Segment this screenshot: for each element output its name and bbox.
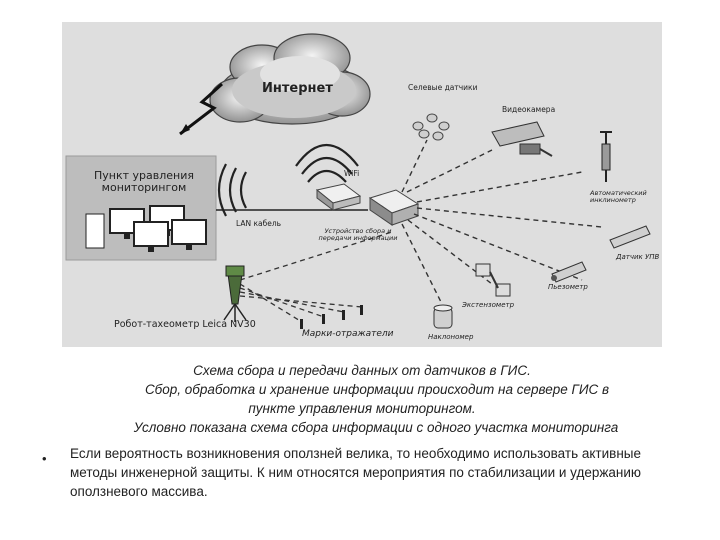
internet-cloud-icon (209, 33, 371, 125)
computer-monitors-icon (85, 205, 207, 252)
bullet-marker: • (42, 451, 47, 466)
landslide-sensors-icon (412, 113, 450, 141)
piezometer-icon (551, 261, 587, 283)
wireless-link-icon (179, 82, 224, 136)
reflectors-label: Марки-отражатели (302, 329, 394, 339)
sensor-links (401, 139, 603, 305)
device-label: Устройство сбора и передачи информации (318, 227, 398, 243)
caption-line-2: Сбор, обработка и хранение информации пр… (144, 382, 610, 397)
bullet-paragraph: Если вероятность возникновения оползней … (70, 446, 642, 499)
piezometer-label: Пьезометр (548, 283, 588, 291)
extensometer-label: Экстензометр (462, 301, 515, 309)
lan-cable-label: LAN кабель (236, 219, 282, 228)
monitoring-diagram: Интернет Пункт уравления мониторингом Се… (62, 22, 662, 347)
reflector-links (239, 231, 393, 323)
wifi-arcs-left-icon (217, 163, 247, 217)
tiltmeter-icon (433, 304, 453, 329)
caption-line-3: пункте управления мониторингом. (248, 401, 476, 416)
total-station-label: Робот-тахеометр Leica NV30 (114, 319, 256, 330)
wifi-label: WiFi (344, 169, 360, 178)
wifi-arcs-icon (295, 143, 359, 183)
caption-line-4: Условно показана схема сбора информации … (133, 420, 619, 435)
extensometer-icon (475, 263, 511, 297)
video-camera-icon (491, 121, 553, 157)
landslide-sensors-label: Селевые датчики (408, 83, 478, 92)
inclinometer-label: Автоматический инклинометр (590, 189, 647, 205)
reflector-markers-icon (300, 305, 363, 329)
upv-sensor-icon (609, 225, 651, 249)
inclinometer-icon (600, 131, 612, 182)
wireless-link-arrow (180, 124, 190, 134)
caption-line-1: Схема сбора и передачи данных от датчико… (193, 363, 531, 378)
total-station-icon (223, 265, 247, 322)
upv-sensor-label: Датчик УПВ (616, 253, 660, 261)
diagram-graphics (62, 22, 662, 347)
control-center-label: Пункт уравления мониторингом (94, 169, 194, 195)
internet-label: Интернет (262, 81, 333, 96)
tiltmeter-label: Наклономер (428, 333, 474, 341)
wifi-router-icon (315, 183, 362, 211)
video-camera-label: Видеокамера (502, 105, 556, 114)
